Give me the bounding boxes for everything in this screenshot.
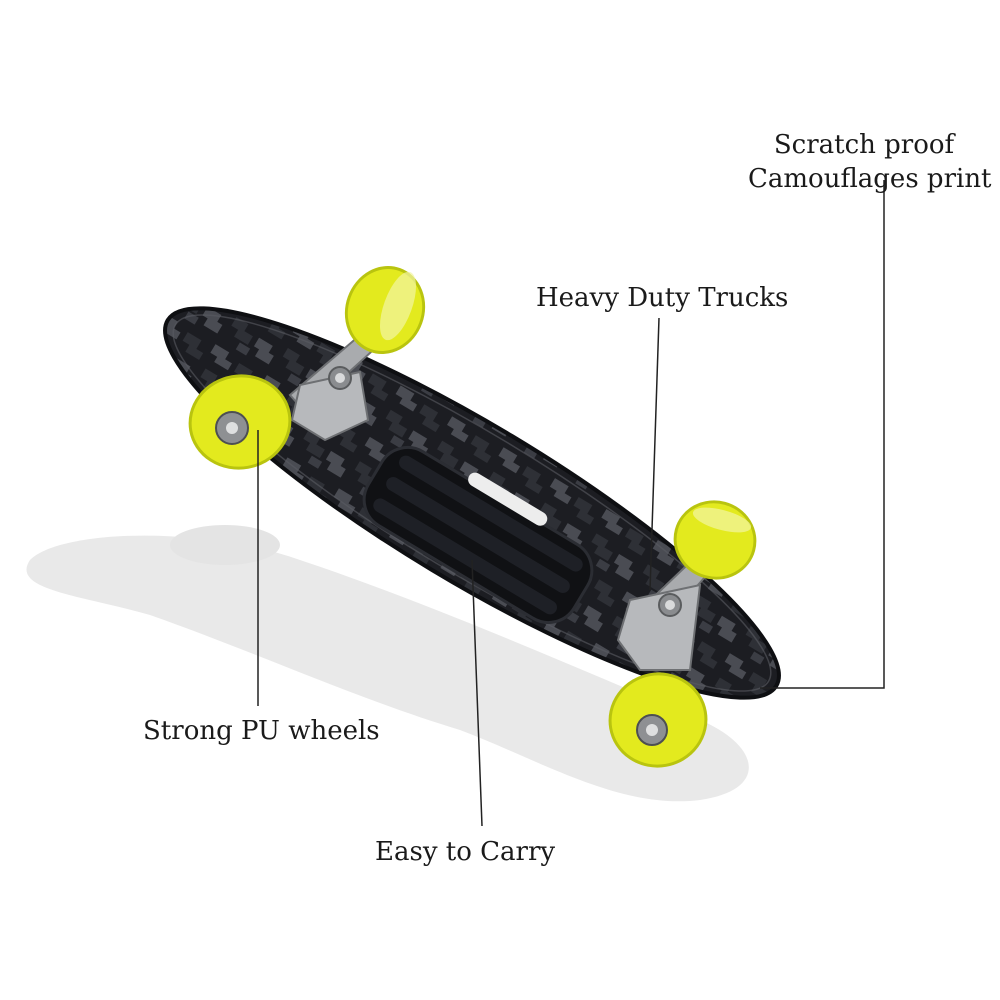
leader-line-trucks [649,317,660,591]
callout-easy-to-carry: Easy to Carry [375,837,556,867]
wheel-front-top [673,500,757,580]
wheel-rear-bottom [188,374,292,470]
wheel-rear-top [344,266,426,354]
board-shadow [26,525,749,802]
leader-line-scratch [760,180,885,689]
carry-handle [362,446,594,624]
callout-heavy-duty-trucks: Heavy Duty Trucks [536,283,789,313]
callout-scratch-line2: Camouflages print [748,164,992,194]
wheel-front-bottom [608,672,708,768]
callout-scratch-line1: Scratch proof [773,130,955,160]
callout-scratch-proof: Scratch proof Camouflages print [748,128,992,196]
leader-line-carry [471,559,483,827]
callout-strong-pu-wheels: Strong PU wheels [143,716,380,746]
